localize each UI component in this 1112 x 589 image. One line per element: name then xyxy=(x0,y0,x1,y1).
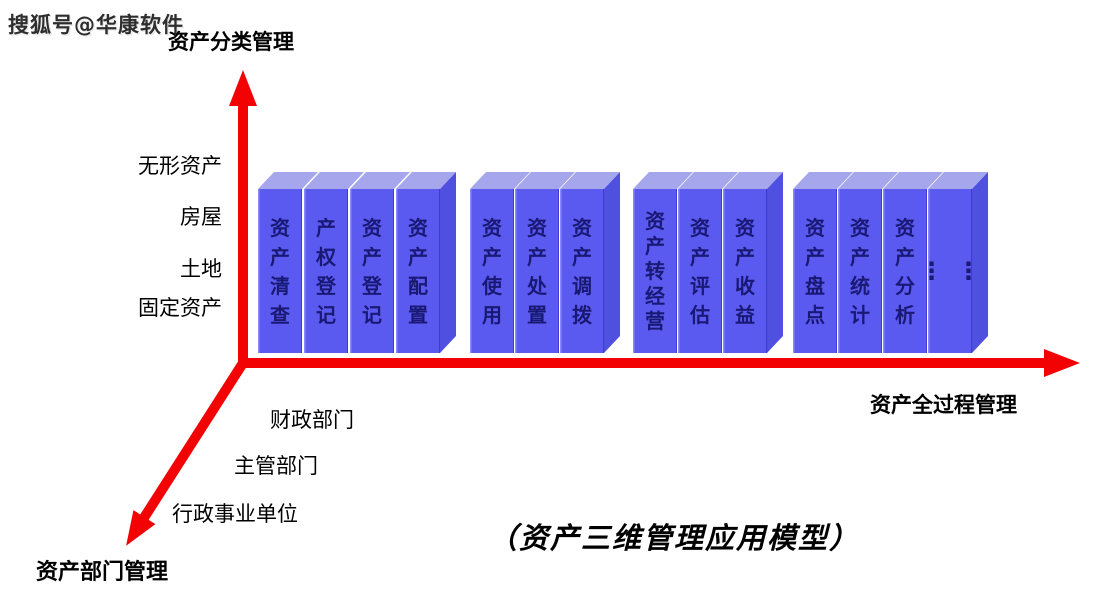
book-front-face: 资产登记 xyxy=(350,189,394,353)
book-label: 资产调拨 xyxy=(572,215,592,327)
book-top-face xyxy=(560,172,620,189)
book-label: 资产使用 xyxy=(482,215,502,327)
book-g3-2: 资产评估 xyxy=(678,172,738,353)
book-side-face xyxy=(972,172,988,353)
y-axis-title: 资产分类管理 xyxy=(168,30,294,54)
book-side-face xyxy=(767,172,783,353)
book-top-face xyxy=(470,172,530,189)
book-g3-1: 资产转经营 xyxy=(633,172,693,353)
book-label: 资产配置 xyxy=(408,215,428,327)
x-axis-title: 资产全过程管理 xyxy=(870,393,1017,417)
x-axis-line xyxy=(238,358,1044,368)
book-g1-3: 资产登记 xyxy=(350,172,410,353)
book-top-face xyxy=(258,172,318,189)
book-front-face: 资产收益 xyxy=(723,189,767,353)
book-front-face: 资产分析 xyxy=(883,189,927,353)
book-front-face: 资产转经营 xyxy=(633,189,677,353)
book-g4-1: 资产盘点 xyxy=(793,172,853,353)
book-g1-2: 产权登记 xyxy=(304,172,364,353)
book-top-face xyxy=(723,172,783,189)
book-top-face xyxy=(304,172,364,189)
y-axis-tick-2: 土地 xyxy=(180,257,222,281)
book-g2-1: 资产使用 xyxy=(470,172,530,353)
book-top-face xyxy=(928,172,988,189)
book-side-face xyxy=(604,172,620,353)
z-axis-tick-2: 行政事业单位 xyxy=(172,502,298,526)
book-front-face: 资产调拨 xyxy=(560,189,604,353)
book-front-face: 资产评估 xyxy=(678,189,722,353)
book-front-face: 资产清查 xyxy=(258,189,302,353)
book-g4-4: ⋮⋮ xyxy=(920,172,988,353)
book-label: 资产收益 xyxy=(735,215,755,327)
book-g2-2: 资产处置 xyxy=(515,172,575,353)
y-axis-tick-0: 无形资产 xyxy=(138,154,222,178)
book-g1-4: 资产配置 xyxy=(396,172,456,353)
book-front-face: 资产盘点 xyxy=(793,189,837,353)
book-g1-1: 资产清查 xyxy=(258,172,318,353)
book-top-face xyxy=(883,172,943,189)
z-axis-tick-0: 财政部门 xyxy=(270,408,354,432)
book-top-face xyxy=(396,172,456,189)
book-front-face: 资产配置 xyxy=(396,189,440,353)
vertical-ellipsis-icon: ⋮ xyxy=(919,257,944,285)
book-label: 资产登记 xyxy=(362,215,382,327)
y-axis-tick-3: 固定资产 xyxy=(138,296,222,320)
book-top-face xyxy=(793,172,853,189)
book-top-face xyxy=(678,172,738,189)
book-front-face: 产权登记 xyxy=(304,189,348,353)
book-front-face: 资产处置 xyxy=(515,189,559,353)
book-front-face: 资产使用 xyxy=(470,189,514,353)
book-label: 资产处置 xyxy=(527,215,547,327)
book-g4-2: 资产统计 xyxy=(838,172,898,353)
book-label: 资产评估 xyxy=(690,215,710,327)
book-g3-3: 资产收益 xyxy=(723,172,783,353)
book-label: 资产统计 xyxy=(850,215,870,327)
book-top-face xyxy=(515,172,575,189)
ellipsis-label: ⋮⋮ xyxy=(920,257,981,285)
y-axis-line xyxy=(238,98,248,368)
watermark: 搜狐号@华康软件 xyxy=(8,13,184,37)
book-label: 资产分析 xyxy=(895,215,915,327)
x-axis-arrowhead-icon xyxy=(1044,349,1080,377)
y-axis-tick-1: 房屋 xyxy=(180,205,222,229)
book-top-face xyxy=(838,172,898,189)
book-side-face xyxy=(440,172,456,353)
book-top-face xyxy=(350,172,410,189)
book-g4-3: 资产分析 xyxy=(883,172,943,353)
z-axis-tick-1: 主管部门 xyxy=(234,454,318,478)
book-label: 资产转经营 xyxy=(645,209,665,333)
book-label: 资产清查 xyxy=(270,215,290,327)
z-axis-title: 资产部门管理 xyxy=(36,560,169,585)
book-front-face: 资产统计 xyxy=(838,189,882,353)
vertical-ellipsis-icon: ⋮ xyxy=(956,257,981,285)
caption: （资产三维管理应用模型） xyxy=(488,521,861,555)
book-top-face xyxy=(633,172,693,189)
book-g2-3: 资产调拨 xyxy=(560,172,620,353)
book-label: 资产盘点 xyxy=(805,215,825,327)
book-front-face: ⋮⋮ xyxy=(920,189,981,353)
book-label: 产权登记 xyxy=(316,215,336,327)
